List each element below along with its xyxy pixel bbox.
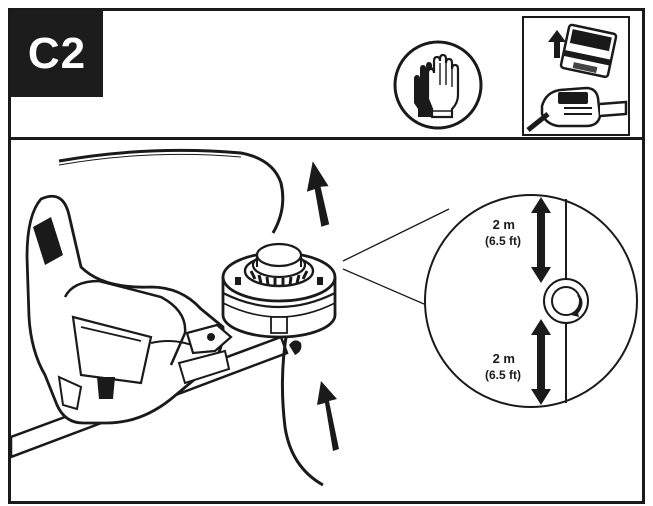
callout-line: [342, 208, 450, 308]
step-badge: C2: [11, 11, 103, 97]
clearance-arrow-top-icon: [531, 197, 551, 283]
panel-header: C2: [11, 11, 642, 140]
clearance-arrow-bottom-icon: [531, 319, 551, 405]
spool-head: [221, 242, 337, 355]
arrow-down-up-icon: [317, 381, 339, 451]
trimmer-line-top: [58, 148, 285, 234]
arrow-up-icon: [306, 161, 330, 227]
battery-removal-icon: [522, 16, 630, 136]
gloves-icon: [392, 39, 484, 131]
trimmer-scene: 2 m (6.5 ft) 2 m (6.5 ft): [11, 137, 642, 501]
clearance-top-imperial: (6.5 ft): [485, 234, 521, 248]
trimmer-guard: [25, 194, 233, 425]
detail-callout: 2 m (6.5 ft) 2 m (6.5 ft): [424, 194, 638, 408]
instruction-panel: C2: [8, 8, 645, 504]
trimmer-line-bottom: [280, 330, 324, 487]
clearance-top-metric: 2 m: [493, 217, 515, 232]
clearance-bottom-imperial: (6.5 ft): [485, 368, 521, 382]
clearance-bottom-metric: 2 m: [493, 351, 515, 366]
